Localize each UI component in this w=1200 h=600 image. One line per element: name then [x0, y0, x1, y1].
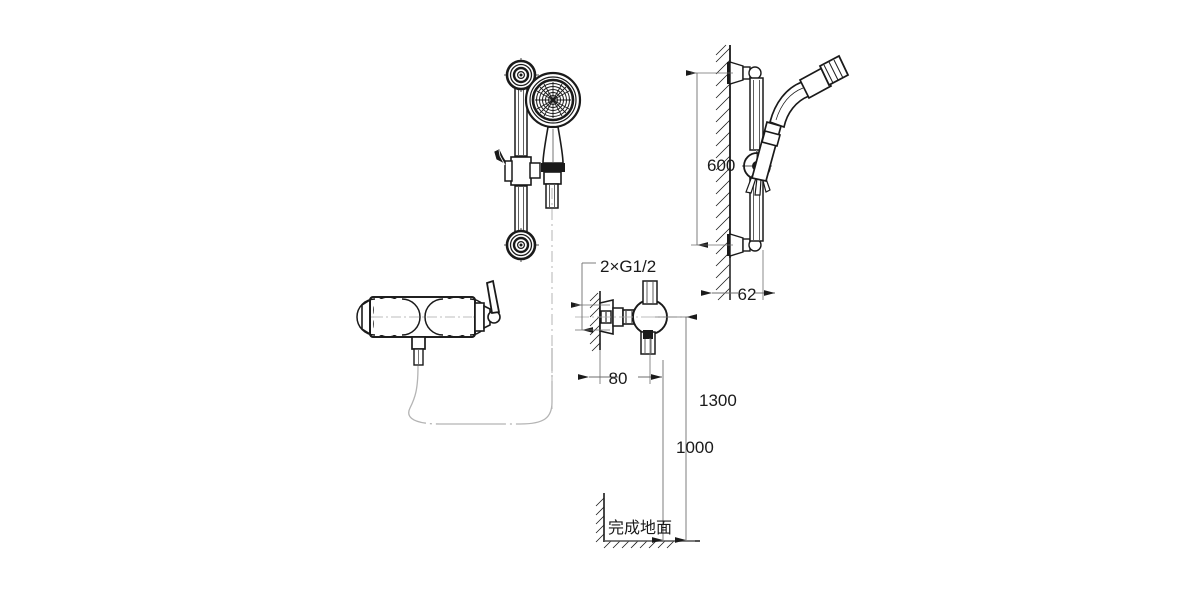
dim-62: 62: [701, 250, 775, 304]
side-view-wall-hatch: [715, 44, 731, 301]
dim-600: 600: [686, 70, 735, 248]
handshower-side: [750, 54, 850, 182]
diverter-wall-hatch: [589, 292, 601, 352]
diverter-front-view: [575, 280, 690, 355]
shower-hose: [408, 348, 553, 425]
dim-1000: 1000: [652, 360, 714, 543]
slide-bar-bottom-mount: [504, 228, 539, 262]
mixer-lever-handle: [485, 279, 501, 315]
slide-bar-top-mount: [504, 58, 539, 92]
finished-floor-label: 完成地面: [608, 518, 672, 537]
dim-label-thread: 2×G1/2: [600, 257, 656, 276]
dim-label-80: 80: [609, 369, 628, 388]
slide-bar-front-view: [494, 58, 582, 410]
dim-label-600: 600: [707, 156, 735, 175]
dim-80: 80: [578, 338, 662, 388]
slide-bar-side-view: [715, 44, 850, 301]
dim-label-62: 62: [738, 285, 757, 304]
dim-thread-callout: 2×G1/2: [571, 257, 656, 333]
wall-mixer-front-view: [356, 279, 501, 366]
dim-label-1300: 1300: [699, 391, 737, 410]
slide-bar-holder: [494, 149, 541, 186]
dim-label-1000: 1000: [676, 438, 714, 457]
dim-1300: 1300: [655, 314, 737, 543]
handshower-front: [524, 71, 582, 209]
